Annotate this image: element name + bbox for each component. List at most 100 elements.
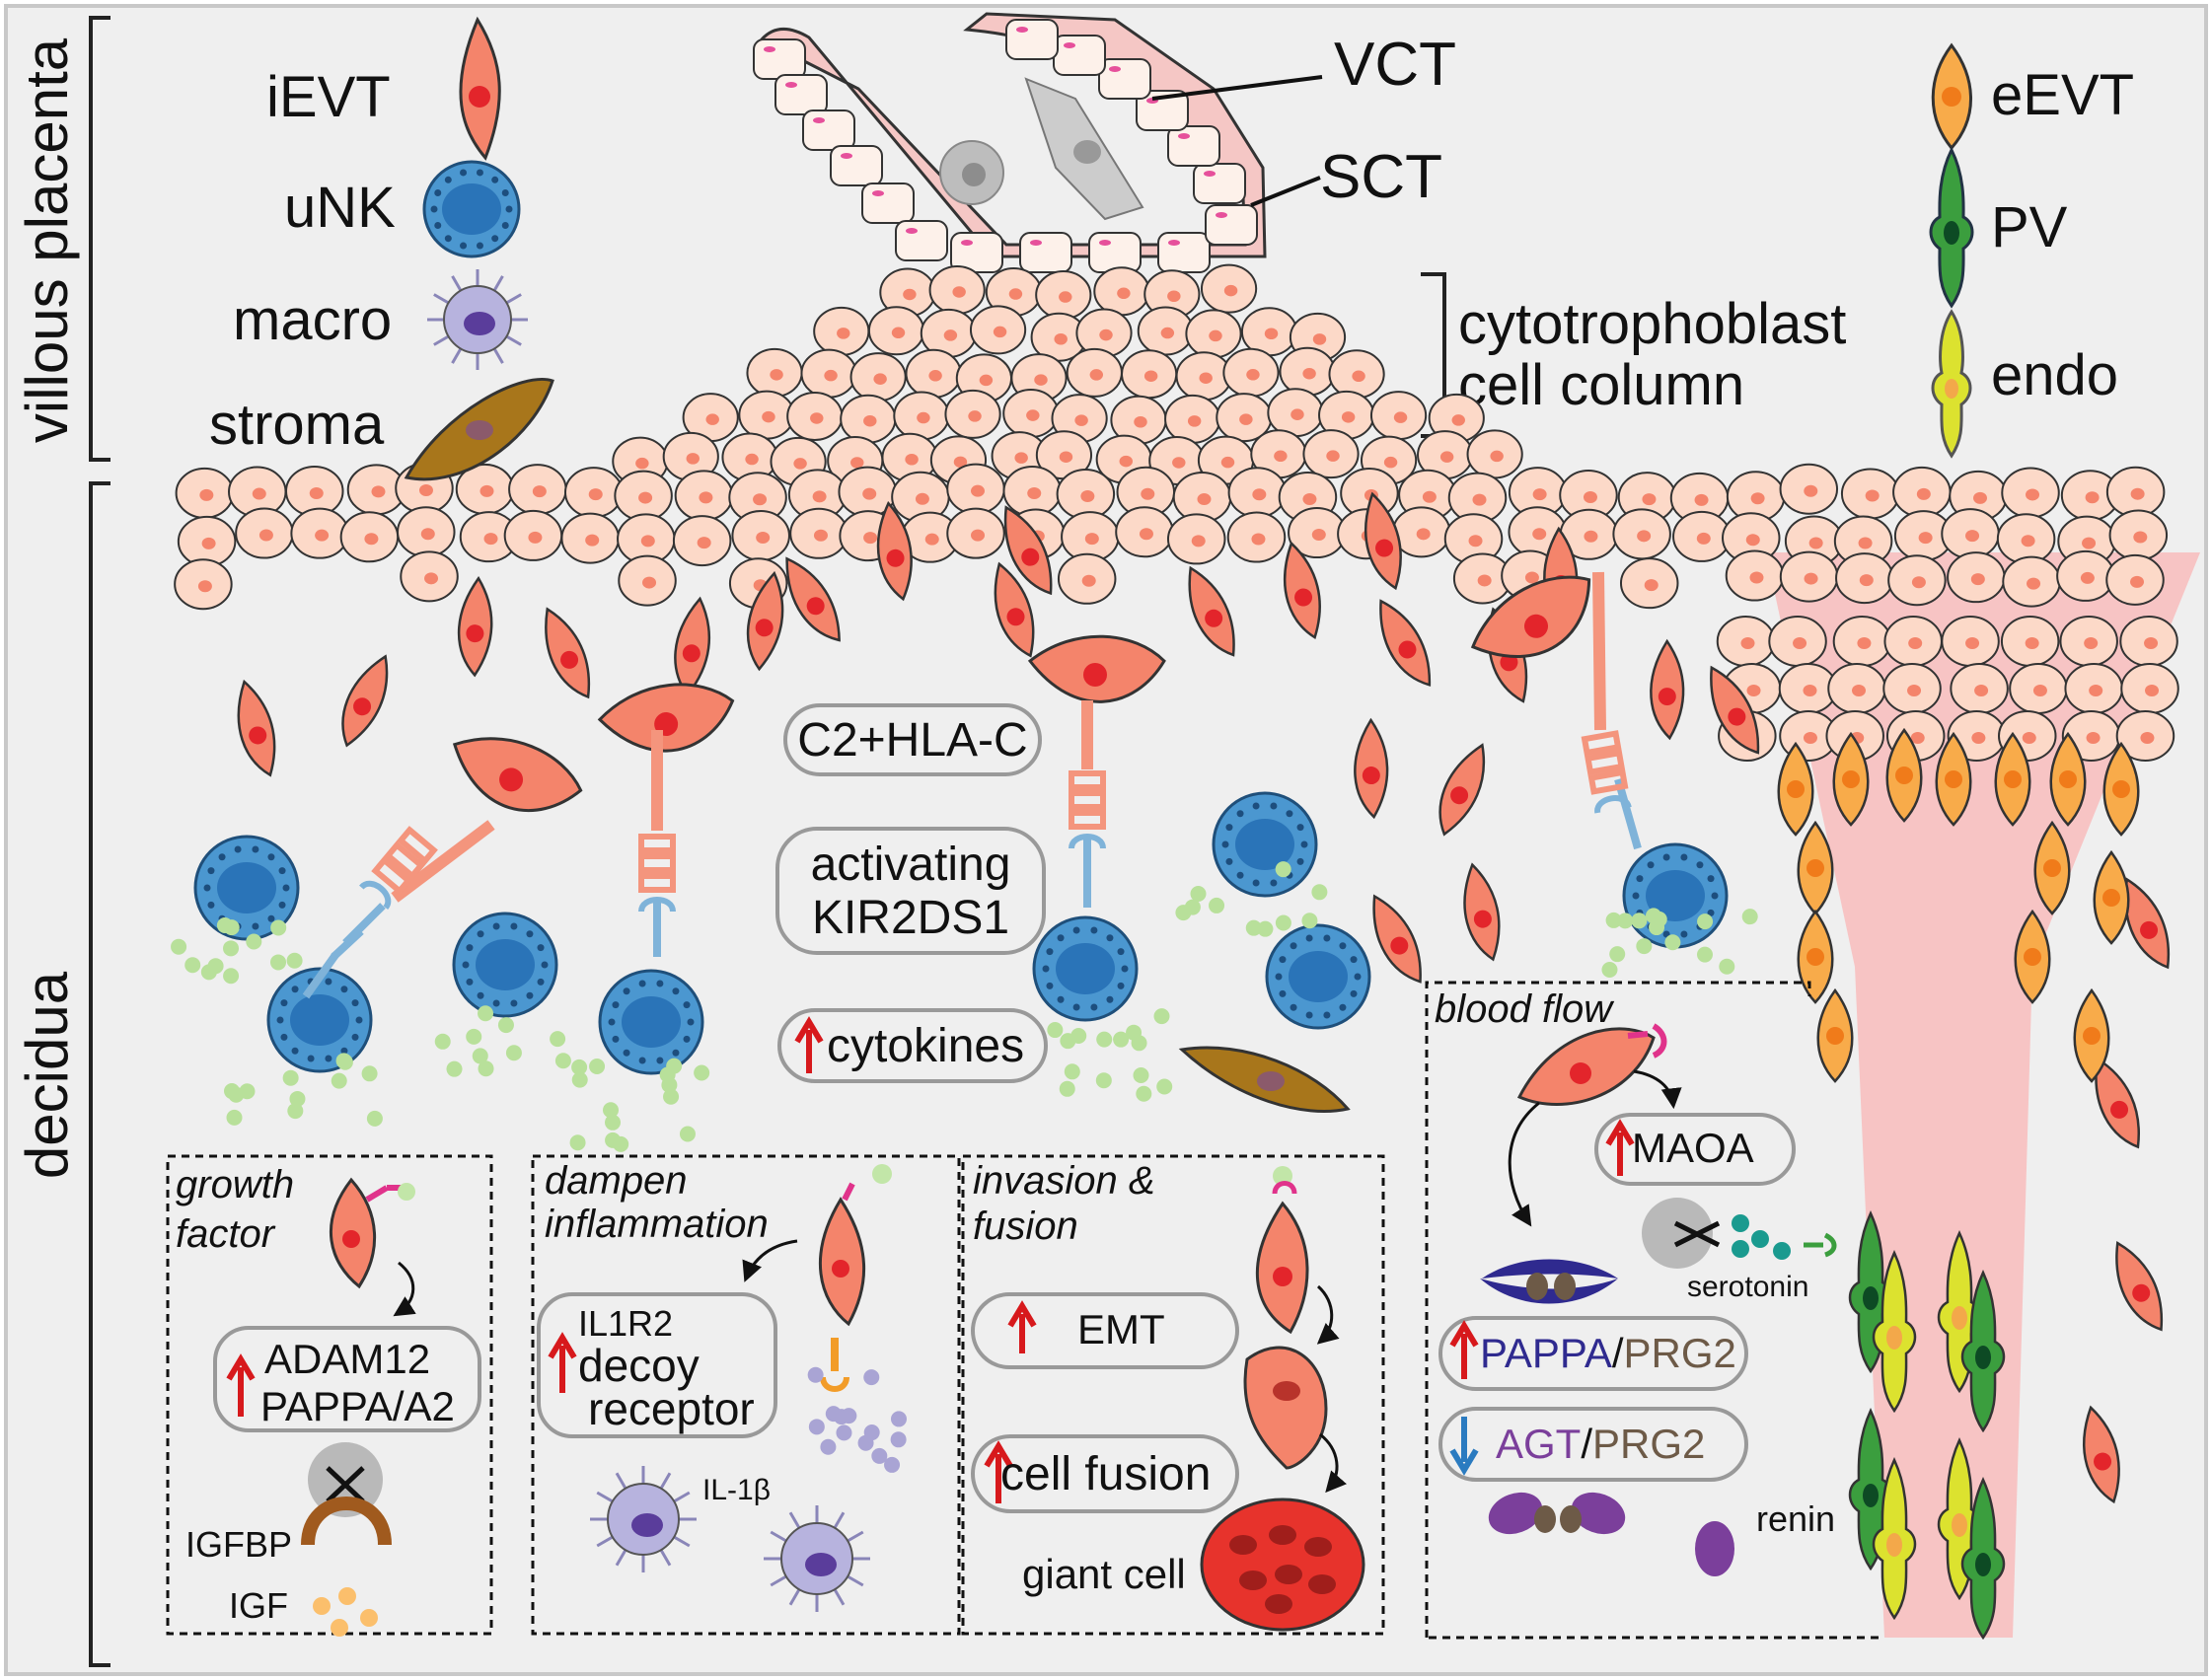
pv-cell-icon bbox=[1929, 146, 1974, 309]
svg-text:blood flow: blood flow bbox=[1435, 987, 1615, 1031]
eevt-cell-icon bbox=[2033, 820, 2071, 915]
ievt-cell-icon bbox=[994, 561, 1035, 658]
svg-text:MAOA: MAOA bbox=[1632, 1125, 1754, 1171]
unk-cell-icon bbox=[1032, 915, 1139, 1022]
ievt-cell-icon bbox=[2095, 1057, 2140, 1149]
villous-macrophage-icon bbox=[939, 140, 1004, 205]
legend-label-endo: endo bbox=[1991, 343, 2118, 407]
svg-text:AGT/PRG2: AGT/PRG2 bbox=[1496, 1421, 1705, 1467]
sct-pointer bbox=[1250, 176, 1321, 207]
ievt-cell-icon bbox=[1463, 862, 1501, 962]
up-arrow-icon bbox=[226, 1353, 256, 1417]
up-arrow-icon bbox=[1449, 1320, 1479, 1379]
ievt-cell-icon bbox=[1470, 575, 1591, 658]
svg-text:PAPPA/PRG2: PAPPA/PRG2 bbox=[1480, 1330, 1736, 1376]
ievt-cell-icon bbox=[2124, 877, 2171, 970]
legend-left: iEVT uNK macro stroma bbox=[209, 16, 554, 481]
svg-text:renin: renin bbox=[1756, 1498, 1835, 1539]
decidua-bracket bbox=[89, 481, 111, 1667]
svg-text:decoy: decoy bbox=[578, 1340, 700, 1391]
ievt-cell-icon bbox=[341, 654, 389, 748]
ievt-cell-icon bbox=[746, 570, 784, 672]
unk-cell-icon bbox=[1212, 791, 1318, 898]
ievt-cell-icon bbox=[785, 556, 841, 642]
eevt-cell-icon bbox=[1777, 741, 1814, 837]
svg-text:serotonin: serotonin bbox=[1687, 1271, 1808, 1303]
eevt-cell-icon bbox=[2093, 849, 2130, 945]
hla-pill: C2+HLA-C bbox=[783, 703, 1042, 776]
eevt-cell-icon bbox=[2073, 987, 2110, 1083]
ievt-cell-icon bbox=[1379, 599, 1432, 687]
ievt-cell-icon bbox=[1283, 541, 1321, 640]
svg-text:factor: factor bbox=[176, 1212, 276, 1256]
vct-pointer bbox=[1151, 75, 1323, 101]
up-arrow-icon bbox=[1007, 1300, 1037, 1353]
unk-cell-icon bbox=[266, 967, 373, 1073]
eevt-cell-icon bbox=[1935, 731, 1972, 827]
endothelial-cell-icon bbox=[1931, 309, 1972, 459]
ievt-cell-icon bbox=[452, 737, 583, 813]
up-arrow-icon bbox=[984, 1440, 1013, 1503]
unk-cell-icon bbox=[1622, 842, 1729, 949]
eevt-cell-icon bbox=[2049, 731, 2087, 827]
unk-interactions bbox=[171, 571, 1758, 1152]
legend-label-stroma: stroma bbox=[209, 393, 385, 457]
invasive-evt-population bbox=[237, 491, 2171, 1504]
endovascular-evt-population bbox=[1777, 727, 2140, 1083]
ievt-cell-icon bbox=[2115, 1241, 2164, 1332]
ievt-cell-icon bbox=[876, 500, 913, 602]
svg-text:fusion: fusion bbox=[973, 1205, 1078, 1248]
svg-text:EMT: EMT bbox=[1077, 1306, 1165, 1352]
ievt-cell-icon bbox=[1188, 565, 1235, 657]
svg-text:IGFBP: IGFBP bbox=[185, 1524, 292, 1565]
svg-text:inflammation: inflammation bbox=[545, 1203, 769, 1246]
ievt-cell-icon bbox=[457, 575, 493, 678]
legend-right: eEVT PV endo bbox=[1929, 42, 2134, 459]
legend-label-unk: uNK bbox=[284, 176, 396, 240]
legend-label-pv: PV bbox=[1991, 195, 2068, 259]
unk-cell-icon bbox=[598, 969, 704, 1075]
svg-text:IL1R2: IL1R2 bbox=[578, 1303, 673, 1344]
cytotrophoblast-column bbox=[174, 263, 2179, 762]
up-arrow-icon bbox=[794, 1016, 824, 1073]
legend-label-macro: macro bbox=[233, 288, 392, 352]
cell-column-label-1: cytotrophoblast bbox=[1458, 292, 1846, 356]
svg-text:C2+HLA-C: C2+HLA-C bbox=[797, 714, 1027, 767]
eevt-cell-icon bbox=[1885, 727, 1923, 823]
chorionic-villus bbox=[753, 12, 1267, 273]
svg-text:PAPPA/A2: PAPPA/A2 bbox=[260, 1383, 455, 1429]
eevt-cell-icon bbox=[2014, 909, 2051, 1004]
villous-bracket bbox=[89, 16, 111, 462]
section-label-decidua: decidua bbox=[14, 971, 80, 1179]
eevt-cell-icon bbox=[1797, 909, 1834, 1004]
giant-cell-icon bbox=[1200, 1497, 1365, 1632]
ievt-cell-icon bbox=[1354, 717, 1389, 820]
svg-text:activating: activating bbox=[811, 839, 1011, 891]
invasion-fusion-panel: invasion & fusion EMT cell fusion giant … bbox=[961, 1154, 1385, 1636]
perivascular-wall bbox=[1848, 1210, 2006, 1641]
eevt-cell-icon bbox=[2102, 741, 2140, 837]
ievt-cell-icon bbox=[2083, 1405, 2120, 1504]
growth-factor-panel: growth factor ADAM12 PAPPA/A2 IGFBP IGF bbox=[166, 1154, 493, 1637]
up-arrow-icon bbox=[548, 1332, 577, 1393]
ievt-cell-icon bbox=[1027, 634, 1166, 703]
svg-text:IL-1β: IL-1β bbox=[702, 1474, 771, 1506]
svg-text:invasion &: invasion & bbox=[973, 1159, 1155, 1203]
kir-pill: activating KIR2DS1 bbox=[775, 827, 1046, 955]
svg-text:giant cell: giant cell bbox=[1022, 1551, 1186, 1597]
inflammation-panel: dampen inflammation IL1R2 decoy receptor… bbox=[531, 1154, 961, 1636]
ievt-cell-icon bbox=[1438, 743, 1486, 837]
sct-label: SCT bbox=[1320, 143, 1442, 211]
svg-text:dampen: dampen bbox=[545, 1159, 688, 1203]
ievt-cell-icon bbox=[1650, 638, 1685, 741]
eevt-cell-icon bbox=[1832, 731, 1870, 827]
scissors-icon bbox=[326, 1466, 365, 1503]
svg-text:cytokines: cytokines bbox=[827, 1020, 1024, 1072]
unk-cell-icon bbox=[1265, 923, 1371, 1030]
svg-text:cell fusion: cell fusion bbox=[1000, 1448, 1211, 1500]
blood-flow-panel: blood flow MAOA serotonin PAPPA/PRG2 AGT… bbox=[1425, 981, 1879, 1640]
svg-text:IGF: IGF bbox=[229, 1585, 288, 1626]
svg-text:KIR2DS1: KIR2DS1 bbox=[812, 892, 1009, 944]
down-arrow-icon bbox=[1449, 1417, 1479, 1476]
scissors-icon bbox=[1673, 1220, 1721, 1248]
